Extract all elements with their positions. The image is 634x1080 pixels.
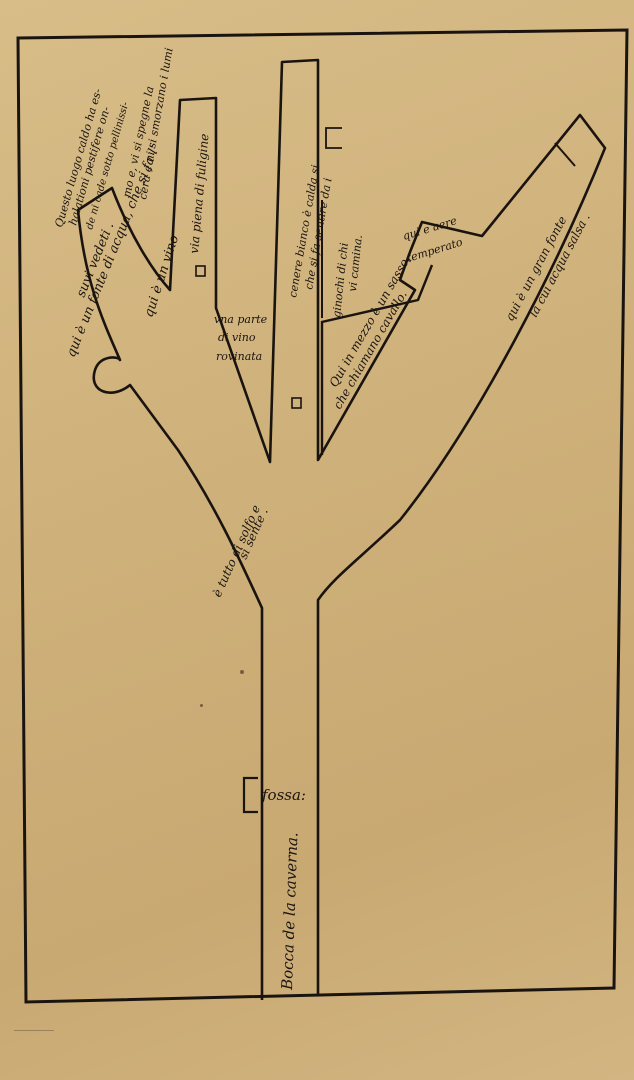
label-wine-part-2: di vino: [218, 331, 256, 344]
label-wine: qui è un vino: [142, 233, 183, 319]
branch-notch: [554, 142, 576, 167]
label-wine-part-1: vna parte: [214, 313, 268, 326]
footer-line: [14, 1030, 54, 1031]
frame-border: [16, 28, 629, 1004]
cave-outline: [76, 58, 607, 1000]
label-mouth: Bocca de la caverna.: [278, 832, 302, 991]
inner-branch: [320, 264, 434, 455]
label-wine-part-3: rovinata: [216, 350, 262, 363]
label-soot: via piena di fuligine: [187, 133, 211, 254]
label-pit: fossa:: [261, 786, 306, 804]
ink-dot-1: [240, 670, 244, 674]
marker-square-soot: [195, 265, 206, 277]
marker-square-ash: [291, 397, 302, 409]
ink-dot-2: [200, 704, 203, 707]
label-knees-2: vi camina.: [346, 234, 365, 292]
ashes-bracket: [325, 127, 342, 149]
pit-bracket: [242, 776, 258, 814]
